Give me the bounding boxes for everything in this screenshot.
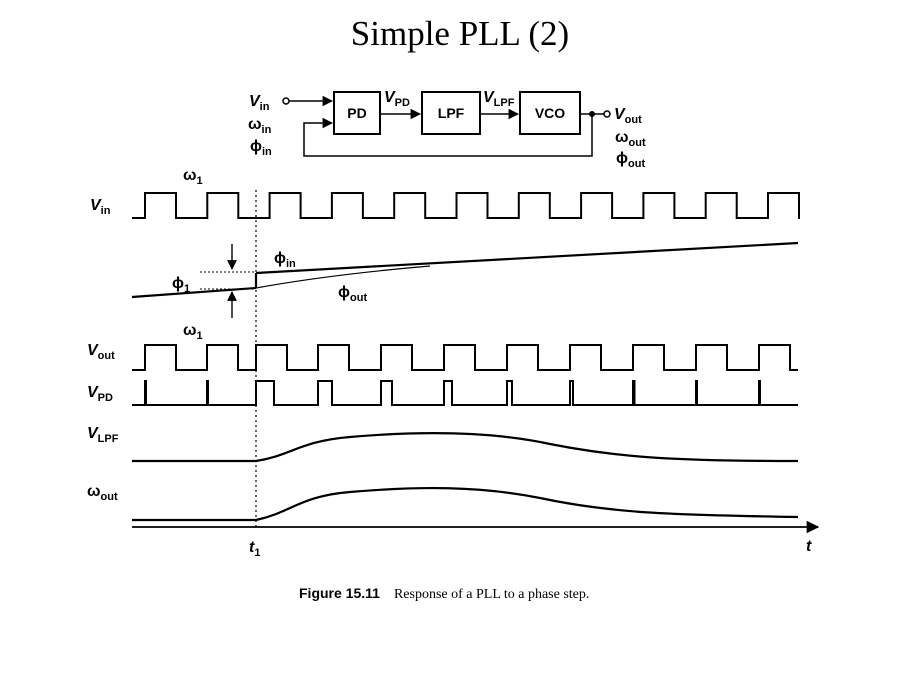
vco-block — [519, 91, 581, 135]
vlpf-trace — [132, 432, 799, 463]
output-node — [603, 110, 611, 118]
row-label-vin: Vin — [90, 197, 111, 217]
vout-label: Vout — [614, 106, 642, 126]
vpd-label: VPD — [384, 89, 410, 109]
phi-out-label: ϕout — [338, 284, 367, 304]
phase-traces — [131, 241, 799, 318]
phin-label: ϕin — [250, 138, 272, 158]
omega1-top-label: ω1 — [183, 167, 203, 187]
pd-label: PD — [347, 105, 366, 121]
phi-in-label: ϕin — [274, 250, 296, 270]
block-diagram — [282, 91, 611, 157]
feedback-path — [303, 115, 593, 157]
phout-label: ϕout — [616, 150, 645, 170]
vin-waveform — [132, 192, 800, 219]
vout-waveform — [132, 344, 798, 371]
input-node — [282, 97, 290, 105]
vco-label: VCO — [535, 105, 565, 121]
win-label: ωin — [248, 116, 272, 136]
vlpf-label: VLPF — [483, 89, 515, 109]
lpf-label: LPF — [438, 105, 465, 121]
timing-waveforms — [132, 192, 800, 406]
vin-label: Vin — [249, 93, 270, 113]
t1-label: t1 — [249, 539, 260, 559]
response-curves — [132, 432, 799, 522]
vpd-waveform — [132, 380, 798, 406]
junction-dot — [589, 111, 595, 117]
wout-label: ωout — [615, 129, 646, 149]
row-label-wout: ωout — [87, 483, 118, 503]
row-label-vpd: VPD — [87, 384, 113, 404]
row-label-vlpf: VLPF — [87, 425, 119, 445]
phi-out-trace — [255, 265, 431, 289]
page-title: Simple PLL (2) — [350, 14, 570, 53]
phi1-label: ϕ1 — [172, 275, 190, 295]
omega1-mid-label: ω1 — [183, 322, 203, 342]
phi-in-trace — [255, 241, 799, 275]
row-label-vout: Vout — [87, 342, 115, 362]
phase-before-step — [131, 286, 257, 299]
t-axis-label: t — [806, 538, 812, 555]
pd-block — [333, 91, 381, 135]
wout-trace — [132, 486, 799, 522]
lpf-block — [421, 91, 481, 135]
